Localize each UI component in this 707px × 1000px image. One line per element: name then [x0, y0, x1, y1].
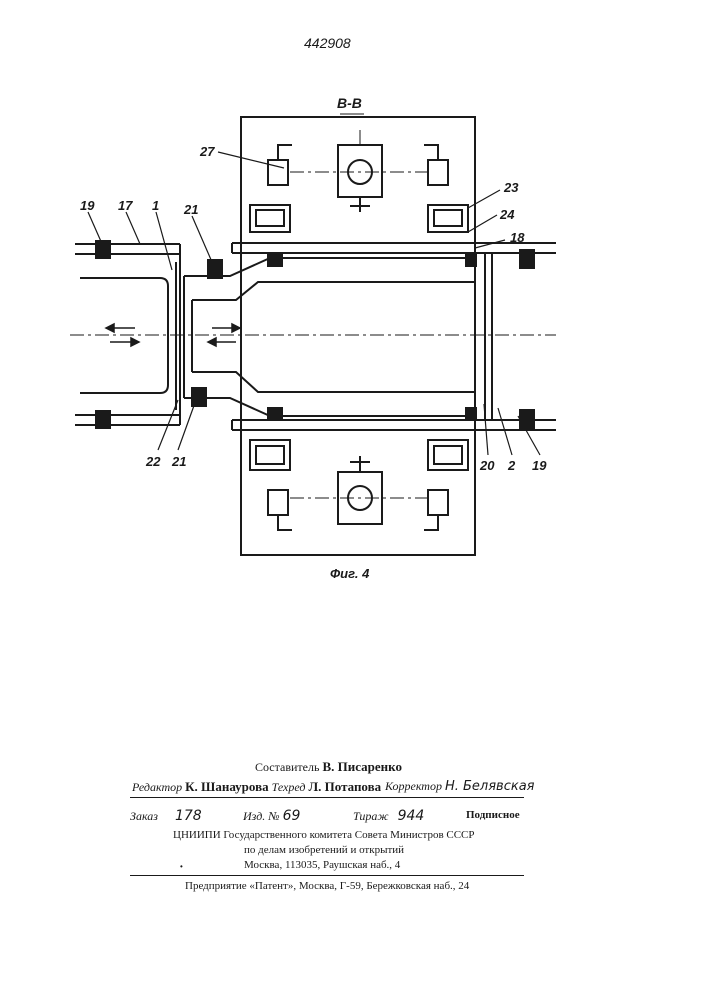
callout-21-top: 21 [183, 202, 198, 217]
bullet-dot: • [180, 862, 183, 871]
section-label: В-В [337, 95, 362, 111]
subscription: Подписное [466, 809, 520, 821]
order-line: Заказ 178 [130, 808, 202, 824]
order-value: 178 [175, 808, 202, 824]
divider-2 [130, 875, 524, 876]
print-label: Тираж [353, 809, 389, 823]
callout-23: 23 [503, 180, 519, 195]
compiler-label: Составитель [255, 760, 319, 774]
editor-line: Редактор К. Шанаурова Техред Л. Потапова [132, 779, 381, 795]
corrector-label: Корректор [385, 779, 442, 793]
callout-22: 22 [145, 454, 161, 469]
callout-1: 1 [152, 198, 159, 213]
org-line-2: по делам изобретений и открытий [244, 844, 404, 856]
callout-19-top: 19 [80, 198, 95, 213]
print-run-line: Тираж 944 [353, 808, 424, 824]
corrector-name: Н. Белявская [445, 779, 535, 794]
callout-17: 17 [118, 198, 133, 213]
figure-caption: Фиг. 4 [330, 566, 370, 581]
editor-label: Редактор [132, 780, 182, 794]
callout-20: 20 [479, 458, 495, 473]
callout-27: 27 [199, 144, 215, 159]
callout-21-bottom: 21 [171, 454, 186, 469]
order-label: Заказ [130, 809, 158, 823]
enterprise-line: Предприятие «Патент», Москва, Г-59, Бере… [185, 880, 469, 892]
corrector-line: Корректор Н. Белявская [385, 779, 535, 794]
org-line-1: ЦНИИПИ Государственного комитета Совета … [173, 829, 475, 841]
compiler-name: В. Писаренко [322, 759, 402, 774]
callout-24: 24 [499, 207, 515, 222]
callout-2: 2 [507, 458, 516, 473]
divider-1 [130, 797, 524, 798]
compiler-line: Составитель В. Писаренко [255, 759, 402, 775]
editor-name: К. Шанаурова [185, 779, 268, 794]
techred-label: Техред [272, 780, 306, 794]
issue-value: 69 [283, 808, 301, 824]
print-value: 944 [398, 808, 425, 824]
callout-18: 18 [510, 230, 525, 245]
techred-name: Л. Потапова [308, 779, 381, 794]
issue-label: Изд. № [243, 809, 280, 823]
issue-line: Изд. № 69 [243, 808, 300, 824]
org-line-3: Москва, 113035, Раушская наб., 4 [244, 859, 400, 871]
callout-19-bottom: 19 [532, 458, 547, 473]
